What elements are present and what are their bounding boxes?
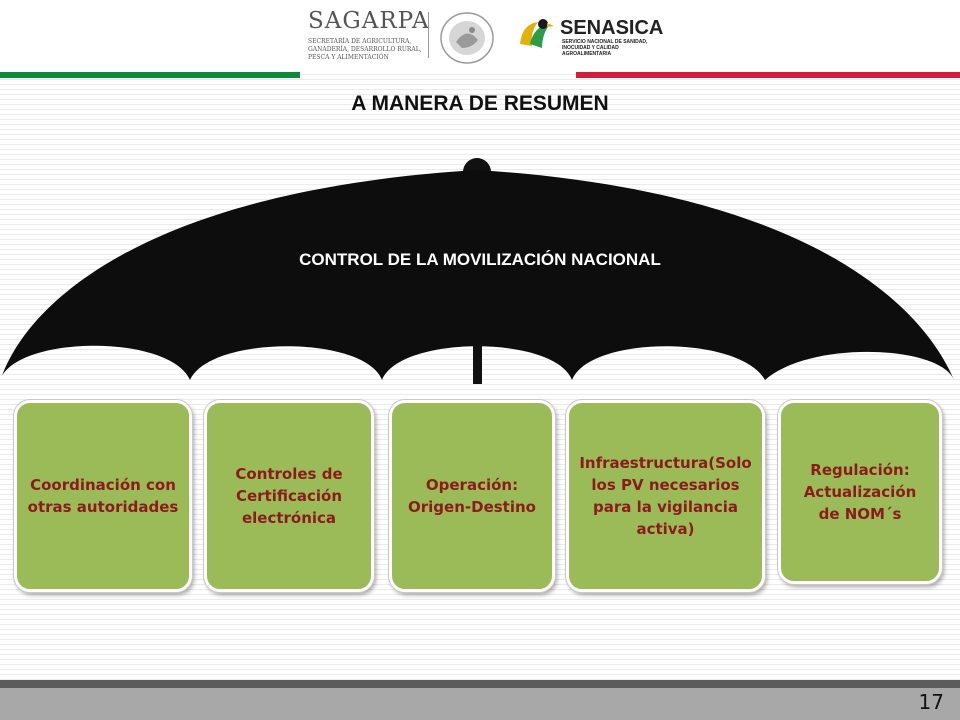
page-number: 17 [918, 690, 944, 714]
senasica-logo-subtitle: SERVICIO NACIONAL DE SANIDAD, INOCUIDAD … [562, 39, 648, 57]
red-stripe [576, 72, 960, 78]
summary-box-infrastructure: Infraestructura(Solo los PV necesarios p… [566, 400, 765, 592]
summary-box-electronic-certification: Controles de Certificación electrónica [204, 400, 374, 592]
mexico-seal-icon [440, 12, 494, 64]
slide-title: A MANERA DE RESUMEN [351, 92, 609, 115]
summary-box-label: Regulación: Actualización de NOM´s [803, 461, 917, 523]
summary-box-label: Infraestructura(Solo los PV necesarios p… [579, 454, 752, 538]
summary-box-regulation: Regulación: Actualización de NOM´s [778, 400, 942, 584]
summary-box-label: Coordinación con otras autoridades [27, 476, 179, 516]
umbrella-icon [2, 158, 954, 384]
summary-box-label: Controles de Certificación electrónica [235, 465, 343, 527]
sagarpa-logo-subtitle: SECRETARÍA DE AGRICULTURA, GANADERÍA, DE… [308, 38, 422, 61]
logo-divider [428, 12, 429, 58]
senasica-logo-icon [520, 19, 554, 48]
summary-box-coordination: Coordinación con otras autoridades [14, 400, 192, 592]
summary-box-origin-destination: Operación: Origen-Destino [389, 400, 555, 592]
footer-bar [0, 680, 960, 720]
summary-box-label: Operación: Origen-Destino [408, 476, 536, 516]
senasica-logo-title: SENASICA [560, 17, 664, 39]
sagarpa-logo-title: SAGARPA [308, 8, 430, 34]
green-stripe [0, 72, 300, 78]
umbrella-label: CONTROL DE LA MOVILIZACIÓN NACIONAL [299, 250, 661, 269]
